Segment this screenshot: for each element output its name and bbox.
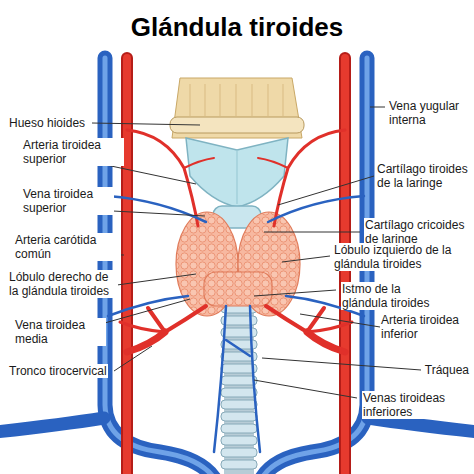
part-label: Vena tiroidea superior [22,187,114,215]
part-label: Lóbulo izquierdo de la glándula tiroides [333,243,470,271]
thyroid-isthmus [204,272,272,306]
part-label: Vena yugular interna [388,99,470,127]
part-label: Istmo de la glándula tiroides [341,282,443,310]
part-label: Cartílago tiroides de la laringe [376,162,470,190]
membrane-lines [190,84,283,116]
part-label: Tronco tirocervical [8,364,108,378]
part-label: Lóbulo derecho de la glándula tiroides [8,270,118,298]
part-label: Tráquea [424,363,470,377]
part-label: Vena tiroidea media [14,318,106,346]
jugular-veins [0,58,474,474]
part-label: Arteria tiroidea superior [22,138,124,166]
part-label: Arteria carótida común [14,233,121,261]
diagram-title: Glándula tiroides [0,12,474,42]
carotid-arteries [120,58,352,474]
thyroid-veins [108,196,364,452]
cartilage-ridge [236,150,237,204]
part-label: Hueso hioides [8,116,86,130]
thyroid-cartilage [186,138,288,207]
part-label: Cartílago cricoides de laringe [364,218,470,246]
part-label: Venas tiroideas inferiores [362,391,464,419]
part-label: Arteria tiroidea inferior [380,313,470,341]
